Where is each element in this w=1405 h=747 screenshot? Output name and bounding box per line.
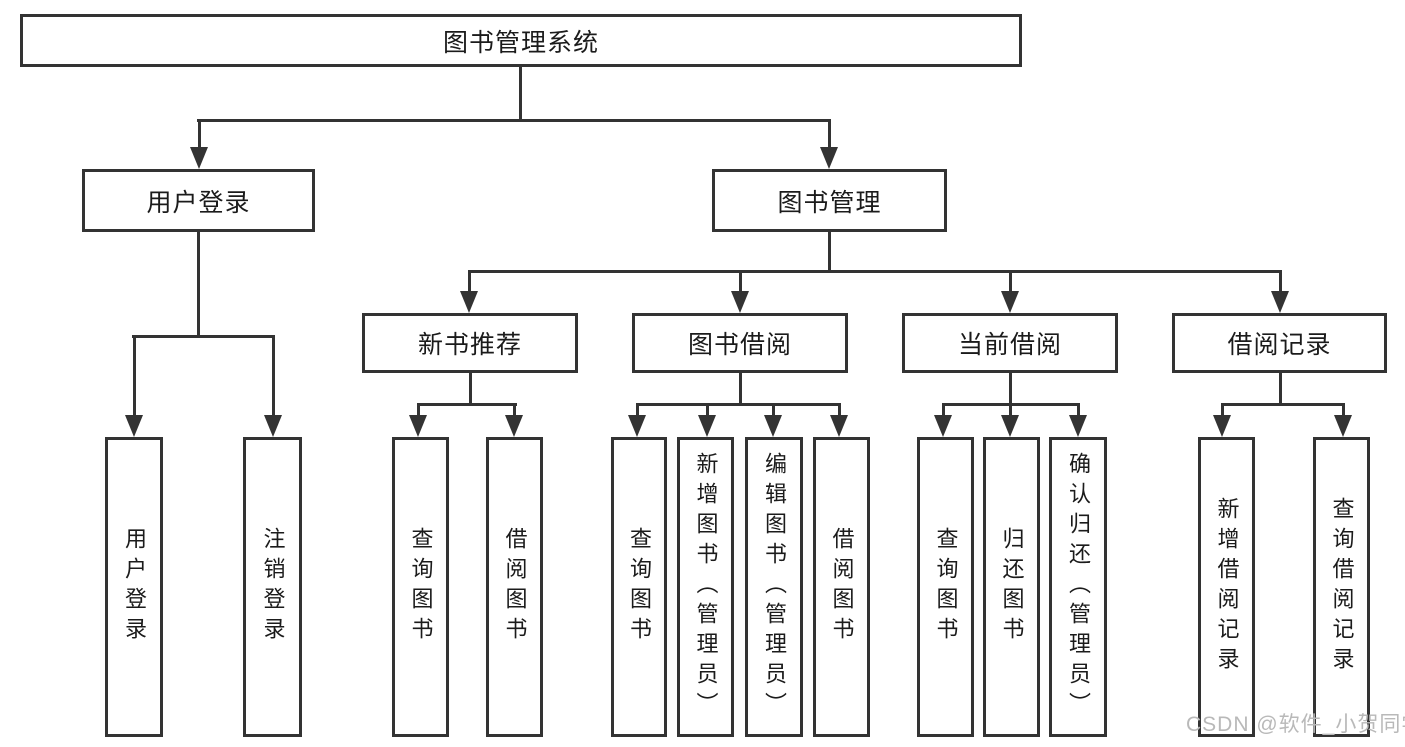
connector-shaft — [942, 403, 945, 417]
leaf-recommend-query-books: 查询图书 — [392, 437, 449, 737]
arrow-down-icon — [1213, 415, 1231, 437]
arrow-down-icon — [409, 415, 427, 437]
node-new-book-recommend: 新书推荐 — [362, 313, 578, 373]
connector-shaft — [1221, 403, 1224, 417]
watermark-text: CSDN @软件_小贺同学 — [1186, 713, 1405, 736]
connector-shaft — [772, 403, 775, 417]
connector-user-rail — [132, 335, 275, 338]
connector-current-stem — [1009, 373, 1012, 406]
connector-shaft — [1009, 270, 1012, 293]
leaf-logout: 注销登录 — [243, 437, 302, 737]
leaf-current-confirm-return-admin: 确认归还（管理员） — [1049, 437, 1107, 737]
leaf-records-query-record: 查询借阅记录 — [1313, 437, 1370, 737]
leaf-current-return-books: 归还图书 — [983, 437, 1040, 737]
connector-borrow-rail — [636, 403, 841, 406]
connector-shaft — [1009, 403, 1012, 417]
arrow-down-icon — [1069, 415, 1087, 437]
connector-shaft — [838, 403, 841, 417]
connector-shaft — [828, 119, 831, 150]
leaf-records-add-record: 新增借阅记录 — [1198, 437, 1255, 737]
arrow-down-icon — [731, 291, 749, 313]
connector-user-stem — [197, 232, 200, 337]
connector-shaft — [513, 403, 516, 417]
arrow-down-icon — [830, 415, 848, 437]
connector-records-rail — [1221, 403, 1345, 406]
connector-shaft — [133, 335, 136, 418]
connector-shaft — [636, 403, 639, 417]
leaf-user-login: 用户登录 — [105, 437, 163, 737]
connector-recommend-stem — [469, 373, 472, 406]
node-user-login: 用户登录 — [82, 169, 315, 232]
connector-shaft — [706, 403, 709, 417]
connector-shaft — [272, 335, 275, 418]
arrow-down-icon — [1001, 291, 1019, 313]
leaf-borrow-query-books: 查询图书 — [611, 437, 667, 737]
arrow-down-icon — [698, 415, 716, 437]
arrow-down-icon — [125, 415, 143, 437]
connector-shaft — [1342, 403, 1345, 417]
leaf-current-query-books: 查询图书 — [917, 437, 974, 737]
node-book-management: 图书管理 — [712, 169, 947, 232]
node-book-borrow: 图书借阅 — [632, 313, 848, 373]
connector-recommend-rail — [417, 403, 517, 406]
node-current-borrow: 当前借阅 — [902, 313, 1118, 373]
arrow-down-icon — [820, 147, 838, 169]
node-borrow-records: 借阅记录 — [1172, 313, 1387, 373]
arrow-down-icon — [505, 415, 523, 437]
arrow-down-icon — [460, 291, 478, 313]
connector-shaft — [198, 119, 201, 150]
connector-shaft — [1279, 270, 1282, 293]
arrow-down-icon — [1334, 415, 1352, 437]
arrow-down-icon — [1271, 291, 1289, 313]
connector-mgmt-stem — [828, 232, 831, 273]
connector-borrow-stem — [739, 373, 742, 406]
arrow-down-icon — [628, 415, 646, 437]
arrow-down-icon — [934, 415, 952, 437]
node-root-system: 图书管理系统 — [20, 14, 1022, 67]
leaf-borrow-add-books-admin: 新增图书（管理员） — [677, 437, 734, 737]
connector-level2-rail — [468, 270, 1282, 273]
arrow-down-icon — [1001, 415, 1019, 437]
connector-shaft — [1077, 403, 1080, 417]
leaf-recommend-borrow-books: 借阅图书 — [486, 437, 543, 737]
connector-shaft — [739, 270, 742, 293]
leaf-borrow-borrow-books: 借阅图书 — [813, 437, 870, 737]
connector-root-stem — [519, 67, 522, 122]
arrow-down-icon — [264, 415, 282, 437]
connector-shaft — [468, 270, 471, 293]
connector-records-stem — [1279, 373, 1282, 406]
connector-shaft — [417, 403, 420, 417]
arrow-down-icon — [190, 147, 208, 169]
leaf-borrow-edit-books-admin: 编辑图书（管理员） — [745, 437, 803, 737]
arrow-down-icon — [764, 415, 782, 437]
connector-level1-rail — [197, 119, 831, 122]
